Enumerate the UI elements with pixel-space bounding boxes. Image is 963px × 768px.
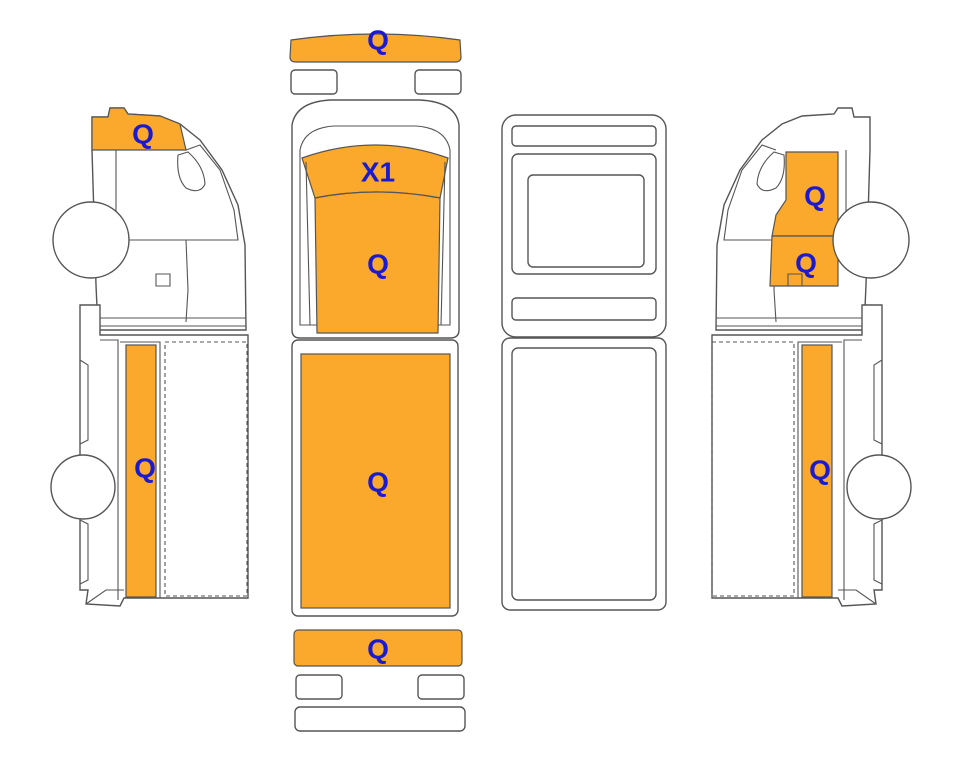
- top-rear-step: [294, 706, 466, 732]
- top-roof-front-zone: [314, 191, 441, 334]
- right-chassis-rail: [843, 339, 883, 600]
- label-top-cargo-roof: Q: [367, 467, 389, 498]
- label-top-front-bumper: Q: [367, 25, 389, 56]
- label-right-cargo-side: Q: [809, 455, 831, 486]
- left-cargo-frame: [120, 341, 161, 598]
- bottom-front-bar: [511, 125, 657, 147]
- right-front-wheel: [832, 201, 910, 279]
- right-cargo-outline: [711, 304, 883, 607]
- left-side-view: [50, 107, 249, 607]
- damage-labels: Q Q X1 Q Q Q Q Q Q Q: [132, 25, 831, 665]
- top-cab-inner: [299, 125, 451, 326]
- label-left-hood: Q: [132, 119, 154, 150]
- right-door-lower-zone: [769, 235, 839, 287]
- left-front-wheel: [52, 201, 130, 279]
- left-door-handle: [155, 273, 171, 287]
- left-mirror: [177, 151, 206, 192]
- label-left-cargo-side: Q: [134, 453, 156, 484]
- top-headlight-right: [414, 69, 462, 95]
- right-side-view: [711, 107, 912, 607]
- label-right-door-lower: Q: [795, 248, 817, 279]
- top-rear-bumper-zone: [293, 629, 463, 667]
- right-door-handle: [787, 273, 803, 287]
- right-cargo-frame: [797, 341, 842, 598]
- left-window-frame: [185, 144, 239, 241]
- left-cargo-outline: [79, 304, 249, 607]
- right-rear-wheel: [846, 454, 912, 520]
- right-cargo-side-zone: [801, 344, 833, 598]
- top-taillight-left: [295, 674, 343, 700]
- top-front-bumper-zone: [289, 33, 462, 63]
- left-hood-zone: [91, 107, 187, 151]
- label-top-windshield: X1: [361, 157, 395, 188]
- right-rear-mudflap: [838, 589, 877, 605]
- right-lower-line: [716, 317, 864, 327]
- right-mirror: [756, 151, 785, 192]
- left-cargo-side-zone: [125, 344, 157, 598]
- top-taillight-right: [417, 674, 465, 700]
- bottom-view: [501, 114, 667, 611]
- right-window-frame: [723, 144, 777, 241]
- top-headlight-left: [290, 69, 338, 95]
- left-chassis-rail: [79, 339, 119, 600]
- top-cab-side-line-right: [440, 161, 446, 326]
- top-cab-side-line-left: [305, 161, 311, 326]
- left-rear-wheel: [50, 454, 116, 520]
- label-right-door-upper: Q: [804, 181, 826, 212]
- bottom-engine-inner: [527, 174, 645, 268]
- label-top-rear-bumper: Q: [367, 634, 389, 665]
- label-top-roof-front: Q: [367, 249, 389, 280]
- top-view: [289, 33, 466, 732]
- top-cargo-roof-zone: [300, 353, 451, 609]
- bottom-cargo-inner: [511, 347, 657, 601]
- left-rear-mudflap: [85, 589, 124, 605]
- bottom-mid-bar: [511, 297, 657, 321]
- left-lower-line: [98, 317, 246, 327]
